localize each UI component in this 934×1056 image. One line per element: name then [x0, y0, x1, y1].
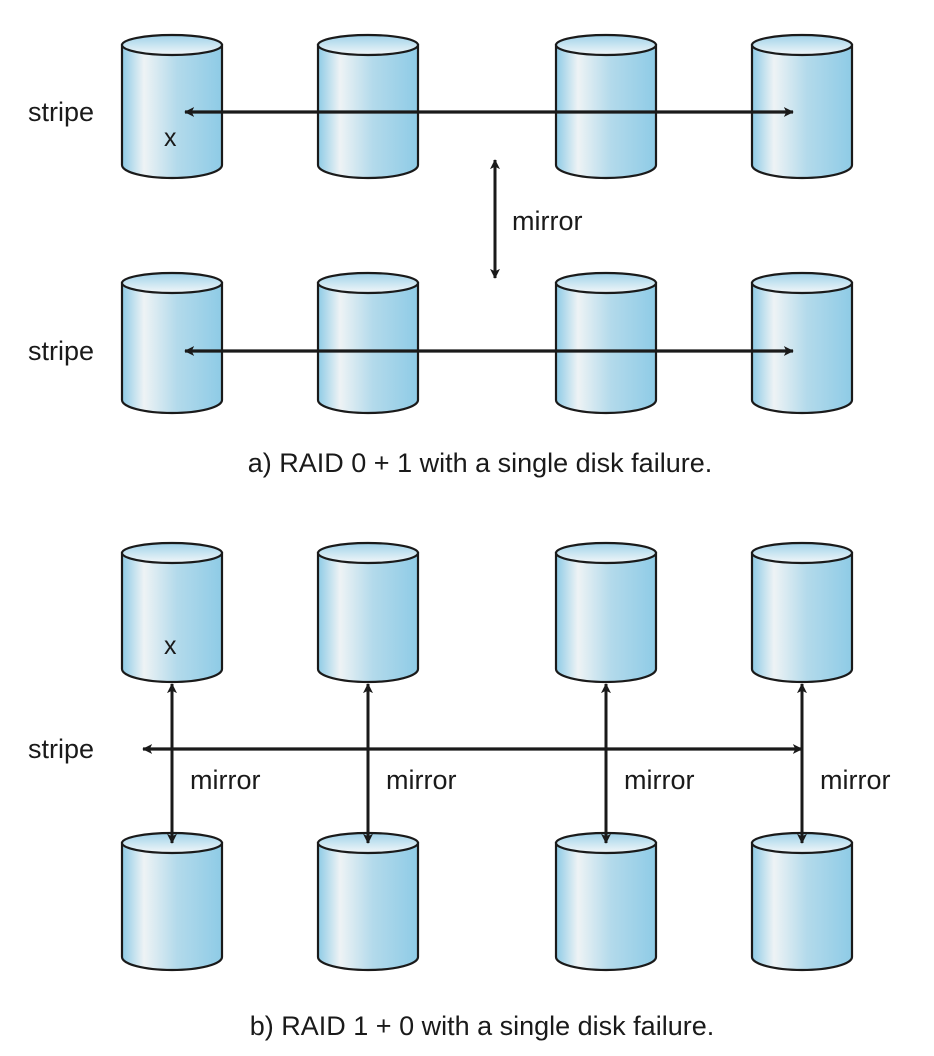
panel-b-bottom-row: [120, 831, 854, 972]
disk-top: [750, 271, 854, 295]
panel-a-top-row: [120, 33, 854, 180]
panel-b-bottom-disk-6-cylinder: [316, 831, 420, 972]
panel-b-top-disk-2-cylinder: [316, 541, 420, 684]
disk-body: [120, 551, 224, 684]
disk-body: [750, 841, 854, 972]
disk-top: [554, 541, 658, 565]
panel-b-mirror-label-3: mirror: [624, 765, 694, 795]
disk-body: [750, 551, 854, 684]
disk-body: [554, 551, 658, 684]
panel-a-bottom-disk-5-cylinder: [120, 271, 224, 415]
panel-b-top-disk-1-cylinder: [120, 541, 224, 684]
panel-a-bottom-disk-7-cylinder: [554, 271, 658, 415]
panel-b-top-disk-3-cylinder: [554, 541, 658, 684]
disk-top: [316, 33, 420, 57]
panel-a-stripe-label-top: stripe: [28, 97, 94, 127]
panel-b-stripe-label: stripe: [28, 734, 94, 764]
panel-b-bottom-disk-5-cylinder: [120, 831, 224, 972]
panel-a-raid01: stripe stripe x mirror a) RAID 0 + 1 with a …: [28, 33, 854, 478]
panel-b-mirror-label-2: mirror: [386, 765, 456, 795]
panel-a-mirror-label: mirror: [512, 206, 582, 236]
panel-a-stripe-label-bottom: stripe: [28, 336, 94, 366]
disk-body: [750, 43, 854, 180]
disk-body: [554, 281, 658, 415]
panel-a-bottom-row: [120, 271, 854, 415]
panel-a-bottom-disk-8-cylinder: [750, 271, 854, 415]
panel-b-top-disk-4-cylinder: [750, 541, 854, 684]
panel-a-top-disk-1-cylinder: [120, 33, 224, 180]
panel-a-top-disk-2-cylinder: [316, 33, 420, 180]
disk-top: [120, 271, 224, 295]
disk-body: [120, 841, 224, 972]
panel-a-failed-disk-marker: x: [164, 124, 177, 152]
disk-top: [750, 33, 854, 57]
panel-b-bottom-disk-7-cylinder: [554, 831, 658, 972]
panel-b-failed-disk-marker: x: [164, 632, 177, 660]
disk-body: [316, 841, 420, 972]
panel-b-raid10: x stripe mirror mirror mirror mirror b) RAID …: [28, 541, 890, 1041]
panel-a-caption: a) RAID 0 + 1 with a single disk failure…: [248, 448, 712, 478]
disk-body: [750, 281, 854, 415]
disk-body: [316, 281, 420, 415]
panel-b-caption: b) RAID 1 + 0 with a single disk failure…: [250, 1011, 714, 1041]
disk-top: [316, 541, 420, 565]
panel-b-bottom-disk-8-cylinder: [750, 831, 854, 972]
panel-a-bottom-disk-6-cylinder: [316, 271, 420, 415]
disk-body: [120, 43, 224, 180]
disk-body: [316, 551, 420, 684]
disk-top: [554, 271, 658, 295]
disk-top: [120, 541, 224, 565]
disk-top: [316, 271, 420, 295]
panel-a-top-disk-4-cylinder: [750, 33, 854, 180]
disk-body: [120, 281, 224, 415]
disk-top: [750, 541, 854, 565]
disk-top: [554, 33, 658, 57]
panel-a-top-disk-3-cylinder: [554, 33, 658, 180]
panel-b-top-row: [120, 541, 854, 684]
panel-b-mirror-label-1: mirror: [190, 765, 260, 795]
panel-b-mirror-label-4: mirror: [820, 765, 890, 795]
disk-top: [120, 33, 224, 57]
panel-b-mirror-arrows: [167, 683, 807, 844]
disk-body: [554, 841, 658, 972]
